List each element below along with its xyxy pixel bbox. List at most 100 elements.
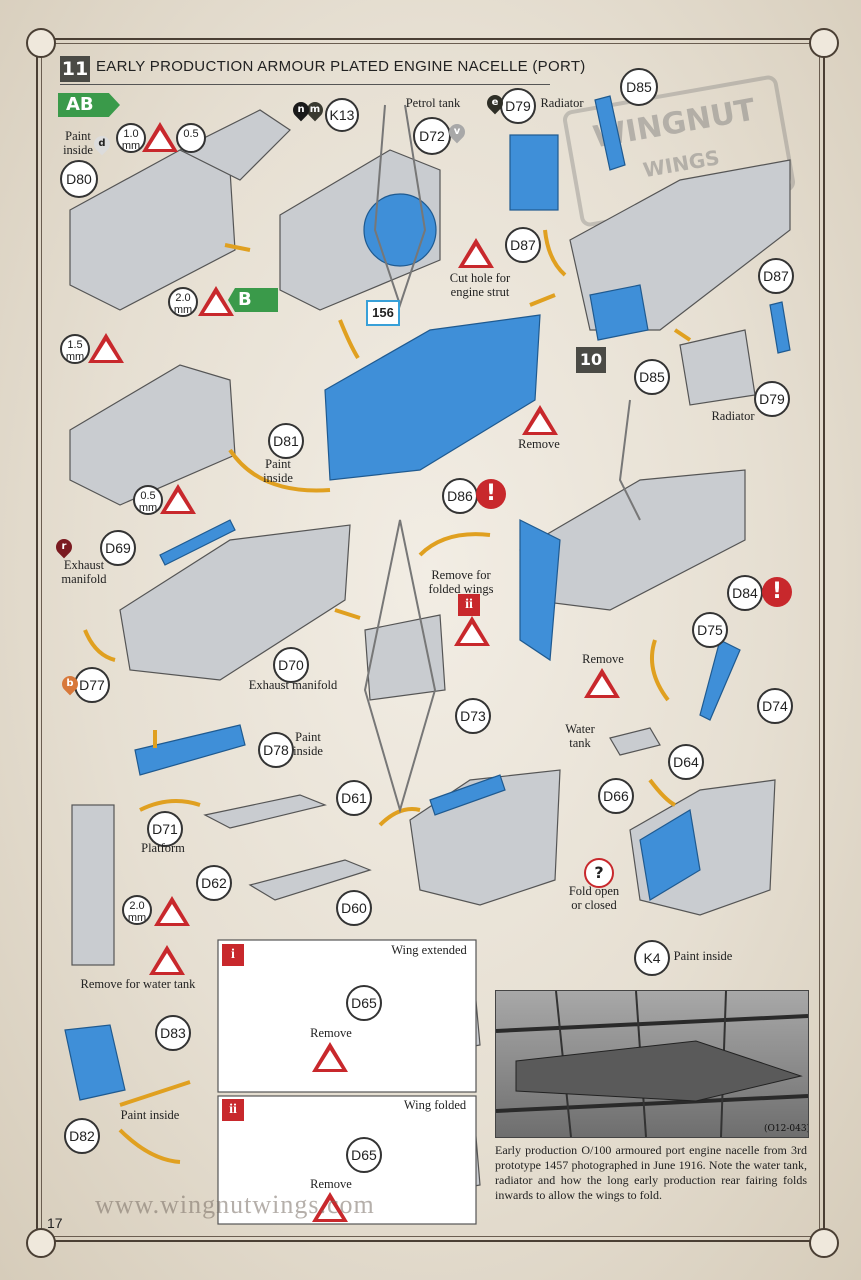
drill-warning-icon (160, 484, 196, 514)
variant-badge-b: B (228, 288, 278, 312)
assembly-arrow (673, 328, 692, 342)
paint-drop-icon: b (58, 672, 82, 696)
photo-caption: Early production O/100 armoured port eng… (495, 1143, 807, 1202)
paint-drop-icon: v (445, 120, 469, 144)
label-cut-hole: Cut hole for engine strut (449, 271, 511, 299)
water-tank-cutaway (71, 804, 115, 966)
part-D79: D79 (754, 381, 790, 417)
paint-drop-icon: r (52, 535, 76, 559)
photo-reference: (O12-043) (764, 1123, 808, 1134)
drill-size-badge: 0.5 mm (133, 485, 163, 515)
variant-badge-ab: AB (58, 93, 120, 117)
part-D84: D84 (727, 575, 763, 611)
frame-corner (809, 28, 839, 58)
nacelle-side-panel (279, 149, 441, 311)
part-D73: D73 (455, 698, 491, 734)
drill-size-badge: 1.5 mm (60, 334, 90, 364)
attention-icon: ! (476, 479, 506, 509)
part-D82: D82 (64, 1118, 100, 1154)
label-wing-extended: Wing extended (391, 943, 467, 957)
part-D81: D81 (268, 423, 304, 459)
part-D74: D74 (757, 688, 793, 724)
label-platform: Platform (141, 841, 185, 855)
wing-strut-frame (178, 109, 291, 181)
strut-cables (363, 519, 437, 814)
assembly-arrow (334, 608, 361, 620)
cut-warning-icon (458, 238, 494, 268)
water-tank-cover (639, 809, 701, 901)
water-tank-cover (429, 774, 506, 816)
part-D80: D80 (60, 160, 98, 198)
part-D61: D61 (336, 780, 372, 816)
assembly-arrow (119, 1080, 191, 1107)
engine-strut (699, 639, 741, 721)
title-underline (60, 84, 550, 85)
label-remove: Remove (582, 652, 624, 666)
label-remove-folded-wings: Remove for folded wings (428, 568, 494, 596)
step-title: EARLY PRODUCTION ARMOUR PLATED ENGINE NA… (96, 58, 586, 75)
label-exhaust-manifold: Exhaust manifold (61, 558, 107, 586)
label-exhaust-manifold: Exhaust manifold (248, 678, 338, 692)
label-remove: Remove (310, 1026, 352, 1040)
label-radiator: Radiator (711, 409, 755, 423)
part-K13: K13 (325, 98, 359, 132)
part-D78: D78 (258, 732, 294, 768)
armour-plate (594, 95, 626, 171)
label-paint-inside: Paint inside (120, 1108, 180, 1122)
radiator-part (679, 329, 756, 406)
assembly-arrow (139, 799, 201, 812)
part-K4: K4 (634, 940, 670, 976)
part-D72: D72 (413, 117, 451, 155)
label-paint-inside: Paint inside (263, 457, 293, 485)
label-remove: Remove (518, 437, 560, 451)
drill-warning-icon (88, 333, 124, 363)
part-D87: D87 (758, 258, 794, 294)
assembly-arrow (338, 319, 360, 360)
cut-warning-icon (312, 1192, 348, 1222)
part-D87: D87 (505, 227, 541, 263)
part-D64: D64 (668, 744, 704, 780)
cut-warning-icon (454, 616, 490, 646)
floor-plate (134, 724, 246, 776)
inset-wing-extended (217, 939, 477, 1093)
reference-photo: (O12-043) (495, 990, 809, 1138)
cut-warning-icon (149, 945, 185, 975)
paint-drop-icon: e (483, 91, 507, 115)
assembly-arrow (529, 293, 556, 307)
frame-corner (809, 1228, 839, 1258)
assembly-arrow (224, 243, 251, 252)
footer-url: www.wingnutwings.com (95, 1190, 375, 1219)
inset-marker-ii: ii (222, 1099, 244, 1121)
exhaust-manifold (159, 519, 236, 566)
drill-warning-icon (198, 286, 234, 316)
paint-drop-icon: d (90, 132, 114, 156)
platform-plate (203, 794, 327, 829)
assembly-arrow (83, 629, 116, 662)
rear-fairing-blue (64, 1024, 126, 1101)
attention-icon: ! (762, 577, 792, 607)
label-water-tank: Water tank (565, 722, 595, 750)
step-number: 11 (60, 56, 90, 82)
part-D75: D75 (692, 612, 728, 648)
strut-cables (373, 104, 427, 309)
part-D70: D70 (273, 647, 309, 683)
label-paint-inside: Paint inside (293, 730, 323, 758)
part-D65: D65 (346, 985, 382, 1021)
part-D85: D85 (634, 359, 670, 395)
part-D83: D83 (155, 1015, 191, 1051)
part-D86: D86 (442, 478, 478, 514)
part-D65: D65 (346, 1137, 382, 1173)
part-D79: D79 (500, 88, 536, 124)
label-wing-folded: Wing folded (403, 1098, 467, 1112)
part-D71: D71 (147, 811, 183, 847)
drill-size-badge: 2.0 mm (122, 895, 152, 925)
drill-warning-icon (154, 896, 190, 926)
strut-cables (618, 399, 641, 521)
label-paint-inside: Paint inside (673, 949, 733, 963)
assembly-arrow (228, 448, 331, 493)
assembly-arrow (418, 532, 491, 557)
radiator-blue (509, 134, 559, 211)
part-D66: D66 (598, 778, 634, 814)
part-D69: D69 (100, 530, 136, 566)
